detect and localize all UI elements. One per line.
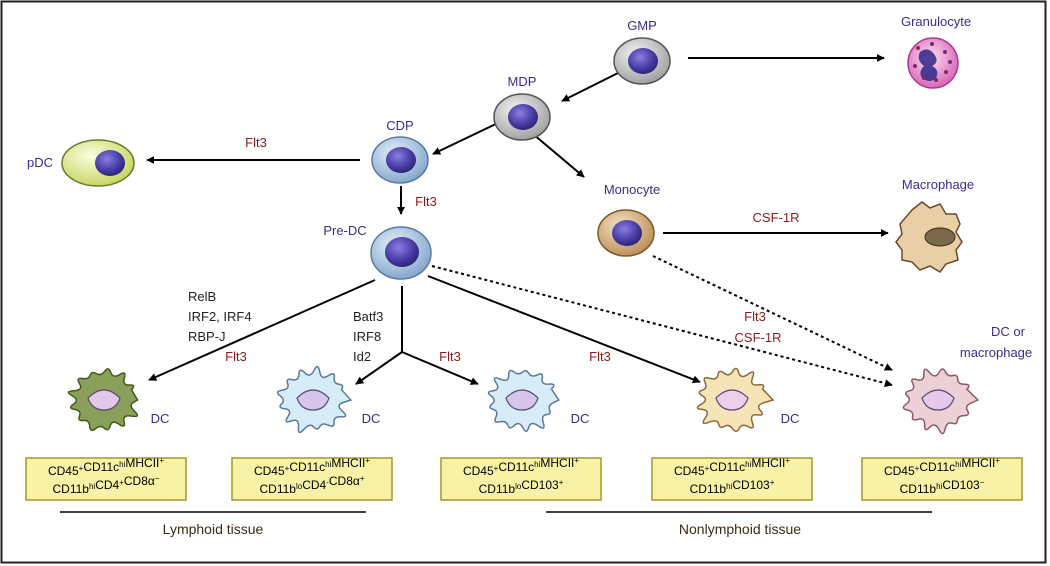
flt3-dc1-label: Flt3 [225, 349, 247, 364]
marker-box-frame [861, 457, 1023, 501]
lymphoid-tissue-label: Lymphoid tissue [163, 521, 264, 537]
arrow-monocyte-dc5-dotted [652, 255, 893, 371]
nonlymphoid-tissue-label: Nonlymphoid tissue [679, 521, 801, 537]
dc4-label: DC [781, 411, 800, 426]
marker-box-frame [25, 457, 187, 501]
gmp-label: GMP [627, 18, 657, 33]
marker-box-2: CD45+CD11chiMHCII+CD11bloCD4-CD8α+ [231, 456, 393, 501]
marker-line-2: CD11bhiCD103− [900, 478, 985, 496]
marker-line-2: CD11bhiCD4+CD8α− [52, 474, 159, 496]
marker-line-2: CD11bloCD4-CD8α+ [259, 474, 364, 496]
arrow-predc-dc5-dotted [431, 265, 893, 388]
dc3-cell [487, 369, 560, 433]
tf-relb: RelB [188, 289, 216, 304]
marker-line-1: CD45+CD11chiMHCII+ [254, 456, 370, 478]
dc3-cell-nucleus [505, 389, 539, 411]
cdp-cell [371, 136, 429, 184]
tf-irf24: IRF2, IRF4 [188, 309, 252, 324]
marker-line-1: CD45+CD11chiMHCII+ [48, 456, 164, 478]
marker-line-1: CD45+CD11chiMHCII+ [674, 456, 790, 478]
arrow-branch-dc2 [355, 351, 403, 385]
marker-box-3: CD45+CD11chiMHCII+CD11bloCD103+ [440, 456, 602, 501]
arrows [146, 54, 893, 388]
dc1-cell-nucleus [87, 389, 121, 411]
dc5-cell-nucleus [921, 389, 955, 411]
arrow-predc-dc1 [148, 279, 376, 381]
flt3-cdp-label: Flt3 [415, 194, 437, 209]
arrow-branch-dc3 [401, 351, 479, 385]
marker-box-frame [231, 457, 393, 501]
pdc-label: pDC [27, 155, 53, 170]
monocyte-cell [597, 209, 655, 257]
cdp-label: CDP [386, 118, 413, 133]
marker-boxes: CD45+CD11chiMHCII+CD11bhiCD4+CD8α−CD45+C… [25, 456, 1023, 501]
macrophage-label: Macrophage [902, 177, 974, 192]
tf-irf8: IRF8 [353, 329, 381, 344]
dc1-label: DC [151, 411, 170, 426]
macrophage-cell [895, 201, 963, 273]
monocyte-label: Monocyte [604, 182, 660, 197]
tf-rbpj: RBP-J [188, 329, 226, 344]
dc4-cell [696, 367, 775, 433]
mdp-label: MDP [508, 74, 537, 89]
marker-line-2: CD11bhiCD103+ [690, 478, 775, 496]
marker-box-1: CD45+CD11chiMHCII+CD11bhiCD4+CD8α− [25, 456, 187, 501]
dc4-cell-nucleus [715, 389, 749, 411]
marker-line-2: CD11bloCD103+ [479, 478, 564, 496]
arrow-gmp-mdp [561, 72, 619, 102]
csf1r-macrophage-label: CSF-1R [753, 210, 800, 225]
dc2-label: DC [362, 411, 381, 426]
dc3-label: DC [571, 411, 590, 426]
arrow-mdp-monocyte [532, 133, 585, 178]
marker-box-frame [440, 457, 602, 501]
flt3-dc5-label: Flt3 [744, 309, 766, 324]
flt3-dc3-label: Flt3 [439, 349, 461, 364]
gmp-cell [613, 37, 671, 85]
dc5-label-line2: macrophage [960, 345, 1032, 360]
csf1r-dc5-label: CSF-1R [735, 330, 782, 345]
tf-id2: Id2 [353, 349, 371, 364]
dc5-cell [902, 368, 980, 435]
marker-box-5: CD45+CD11chiMHCII+CD11bhiCD103− [861, 456, 1023, 501]
marker-box-4: CD45+CD11chiMHCII+CD11bhiCD103+ [651, 456, 813, 501]
mdp-cell [493, 93, 551, 141]
flt3-pdc-label: Flt3 [245, 135, 267, 150]
predc-cell [370, 226, 432, 280]
arrow-predc-dc4 [427, 275, 701, 384]
dc2-cell [276, 365, 353, 434]
arrow-mdp-cdp [432, 121, 501, 155]
flt3-dc4-label: Flt3 [589, 349, 611, 364]
dc1-cell [67, 368, 139, 432]
marker-box-frame [651, 457, 813, 501]
marker-line-1: CD45+CD11chiMHCII+ [463, 456, 579, 478]
pdc-cell [61, 139, 135, 187]
granulocyte-label: Granulocyte [901, 14, 971, 29]
dc2-cell-nucleus [296, 389, 330, 411]
marker-line-1: CD45+CD11chiMHCII+ [884, 456, 1000, 478]
dendritic-cells [67, 365, 980, 435]
dc5-label-line1: DC or [991, 324, 1026, 339]
tf-batf3: Batf3 [353, 309, 383, 324]
granulocyte-cell [907, 37, 959, 89]
predc-label: Pre-DC [323, 223, 366, 238]
